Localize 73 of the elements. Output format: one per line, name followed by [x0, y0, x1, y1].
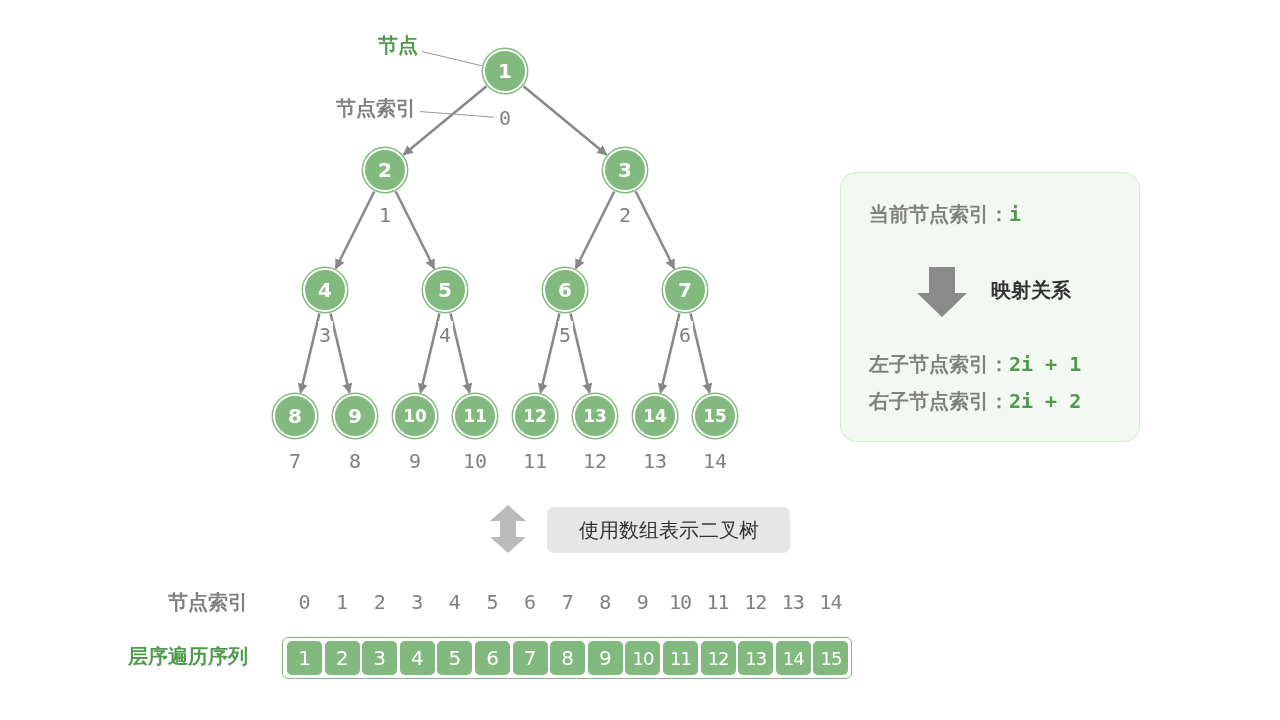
tree-edge-arrow	[657, 313, 681, 394]
array-cell: 13	[738, 641, 774, 675]
row-header: 层序遍历序列	[128, 643, 248, 670]
tree-edge-arrow	[297, 313, 321, 394]
tree-edge-arrow	[402, 85, 488, 156]
index-label: 14	[818, 589, 843, 616]
tree-node-circle: 6	[543, 268, 587, 312]
tree-edge-arrow	[329, 313, 353, 394]
tree-node-circle: 15	[693, 394, 737, 438]
tree-edge-arrow	[394, 190, 436, 270]
info-panel	[840, 172, 1140, 442]
index-label: 11	[705, 589, 730, 616]
array-cell: 15	[813, 641, 849, 675]
index-label: 0	[297, 589, 311, 616]
formula-text: 当前节点索引：i	[869, 201, 1022, 228]
index-label: 9	[635, 589, 649, 616]
tree-node-circle: 10	[393, 394, 437, 438]
tree-edge-arrow	[689, 313, 713, 394]
array-cell: 12	[700, 641, 736, 675]
index-label: 13	[780, 589, 805, 616]
tree-edge-arrow	[449, 313, 473, 394]
index-label: 5	[485, 589, 499, 616]
leader-line	[419, 111, 495, 118]
array-cell: 14	[775, 641, 811, 675]
tree-node-circle: 11	[453, 394, 497, 438]
tree-node-circle: 8	[273, 394, 317, 438]
tree-edge-arrow	[417, 313, 441, 394]
index-label: 3	[410, 589, 424, 616]
tree-edge-arrow	[569, 313, 593, 394]
node-label: 节点	[360, 30, 418, 60]
formula-text: 左子节点索引：2i + 1	[869, 351, 1082, 378]
tree-node-circle: 4	[303, 268, 347, 312]
array-cell: 8	[550, 641, 586, 675]
tree-node-circle: 14	[633, 394, 677, 438]
tree-node-circle: 7	[663, 268, 707, 312]
array-cell: 10	[625, 641, 661, 675]
mapping-caption: 映射关系	[991, 277, 1071, 304]
index-label: 6	[523, 589, 537, 616]
array-container	[282, 637, 852, 679]
array-cell: 1	[287, 641, 322, 675]
index-label: 1	[335, 589, 349, 616]
index-label: 7	[560, 589, 574, 616]
row-header: 节点索引	[168, 589, 248, 616]
tree-node-circle: 2	[363, 148, 407, 192]
array-cell: 2	[324, 641, 360, 675]
tree-edge-arrow	[334, 190, 376, 270]
tree-node-circle: 13	[573, 394, 617, 438]
formula-text: 右子节点索引：2i + 2	[869, 388, 1082, 415]
leader-line	[421, 51, 483, 67]
tree-edge-arrow	[574, 190, 616, 270]
array-cell: 4	[399, 641, 435, 675]
tree-edge-arrow	[522, 85, 608, 156]
tree-node-circle: 9	[333, 394, 377, 438]
array-cell: 7	[512, 641, 548, 675]
array-cell: 5	[437, 641, 473, 675]
caption-tag: 使用数组表示二叉树	[547, 507, 790, 553]
tree-node-circle: 12	[513, 394, 557, 438]
index-label: 4	[447, 589, 461, 616]
tree-node-circle: 1	[483, 49, 527, 93]
index-label: 12	[743, 589, 768, 616]
index-label: 8	[598, 589, 612, 616]
index-label: 0	[494, 104, 516, 132]
array-cell: 3	[362, 641, 398, 675]
index-caption: 节点索引	[318, 93, 416, 123]
array-cell: 11	[663, 641, 698, 675]
tree-node-circle: 3	[603, 148, 647, 192]
tree-edge-arrow	[537, 313, 561, 394]
array-cell: 9	[587, 641, 623, 675]
index-label: 10	[667, 589, 693, 616]
index-label: 2	[372, 589, 386, 616]
tree-node-circle: 5	[423, 268, 467, 312]
array-cell: 6	[475, 641, 510, 675]
tree-edge-arrow	[634, 190, 676, 270]
